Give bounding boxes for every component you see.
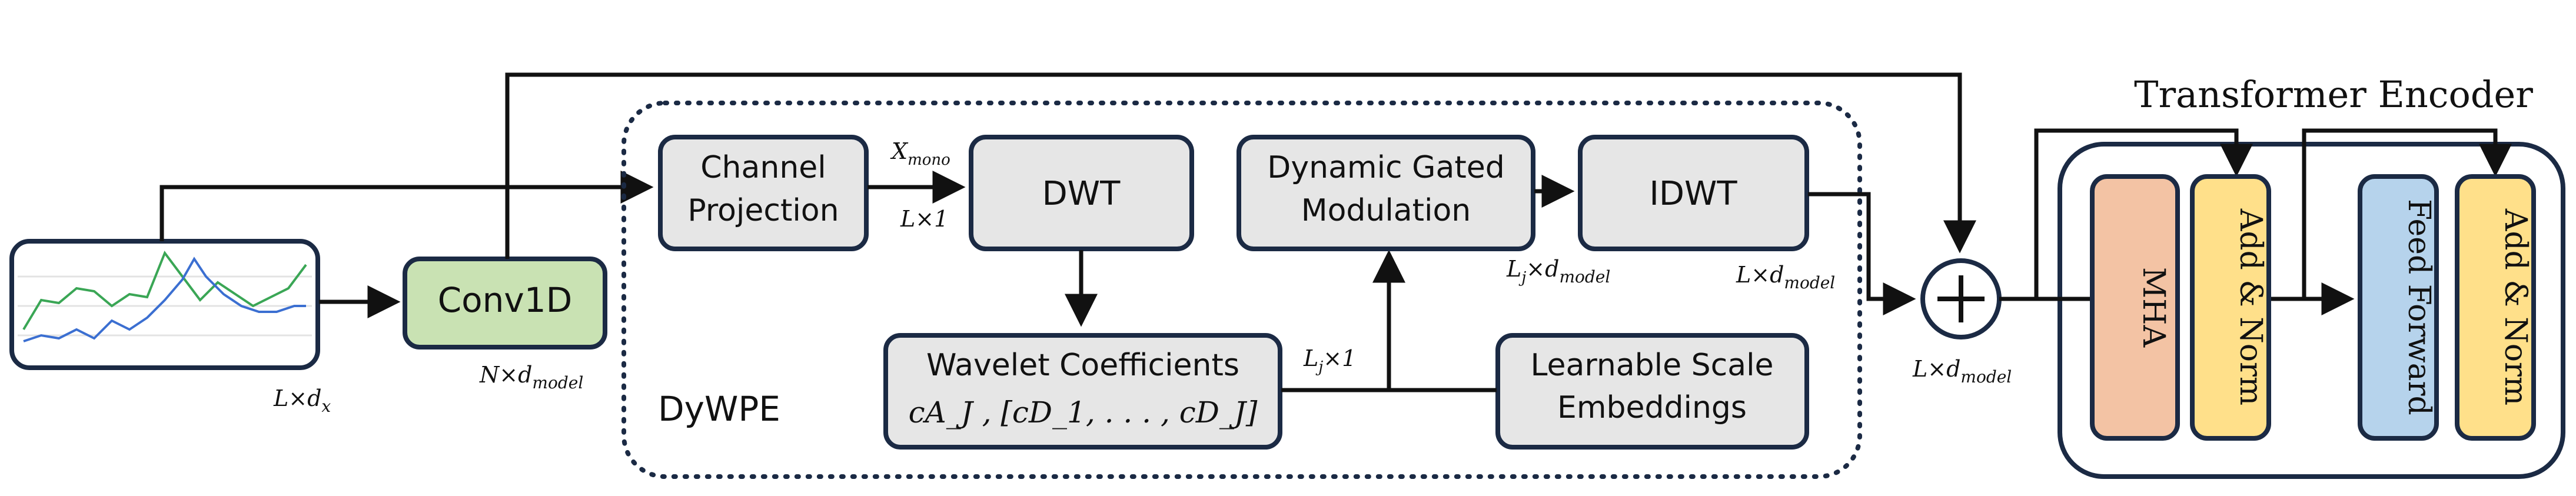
dynamic-gated-line2: Modulation (1301, 193, 1471, 228)
input-dim-label: L×dx (273, 385, 331, 416)
feed-forward-label: Feed Forward (2401, 199, 2437, 415)
feed-forward-block: Feed Forward (2358, 174, 2439, 441)
series-blue-line (23, 257, 306, 342)
channel-projection-block: Channel Projection (658, 135, 869, 251)
lj-by-1-label: Lj×1 (1303, 345, 1356, 376)
lj-dmodel-label: Lj×dmodel (1506, 256, 1610, 287)
sum-node (1920, 258, 2002, 339)
dynamic-gated-line1: Dynamic Gated (1267, 150, 1504, 185)
wavelet-label-line2: cA_J , [cD_1, . . . , cD_J] (909, 395, 1258, 430)
dwt-label: DWT (1042, 175, 1121, 213)
idwt-block: IDWT (1578, 135, 1809, 251)
wavelet-label-line1: Wavelet Coefficients (926, 348, 1239, 383)
dwt-block: DWT (969, 135, 1194, 251)
residual-arrow-2 (2302, 128, 2512, 299)
learnable-scale-embeddings-block: Learnable Scale Embeddings (1495, 333, 1809, 450)
dynamic-gated-modulation-block: Dynamic Gated Modulation (1237, 135, 1535, 251)
wavelet-coefficients-block: Wavelet Coefficients cA_J , [cD_1, . . .… (883, 333, 1282, 450)
conv1d-block: Conv1D (403, 257, 607, 349)
encoder-title: Transformer Encoder (2134, 73, 2533, 116)
l-dmodel-label: L×dmodel (1736, 262, 1835, 292)
add-norm-1-label: Add & Norm (2233, 208, 2268, 405)
l-by-1-label: L×1 (900, 206, 948, 232)
add-norm-2-block: Add & Norm (2455, 174, 2536, 441)
mha-block: MHA (2090, 174, 2180, 441)
learnable-scale-line1: Learnable Scale (1530, 348, 1773, 383)
channel-projection-line1: Channel (700, 150, 826, 185)
idwt-label: IDWT (1649, 175, 1737, 213)
add-norm-2-label: Add & Norm (2498, 208, 2533, 405)
residual-arrow-1 (2034, 128, 2253, 299)
dywpe-label: DyWPE (658, 389, 780, 429)
channel-projection-line2: Projection (687, 193, 839, 228)
arrow-to-channel-projection (159, 171, 654, 241)
arrow-idwt-to-sum (1808, 192, 1916, 315)
conv-dim-label: N×dmodel (479, 362, 583, 392)
x-mono-label: Xmono (890, 138, 950, 169)
conv1d-label: Conv1D (438, 280, 573, 320)
skip-connection-arrow (505, 72, 1976, 259)
mha-label: MHA (2136, 267, 2171, 348)
learnable-scale-line2: Embeddings (1557, 390, 1747, 425)
dywpe-container (621, 101, 1862, 479)
add-norm-1-block: Add & Norm (2190, 174, 2271, 441)
sum-dim-label: L×dmodel (1912, 356, 2012, 387)
input-timeseries (9, 239, 320, 370)
series-green-line (22, 250, 307, 331)
